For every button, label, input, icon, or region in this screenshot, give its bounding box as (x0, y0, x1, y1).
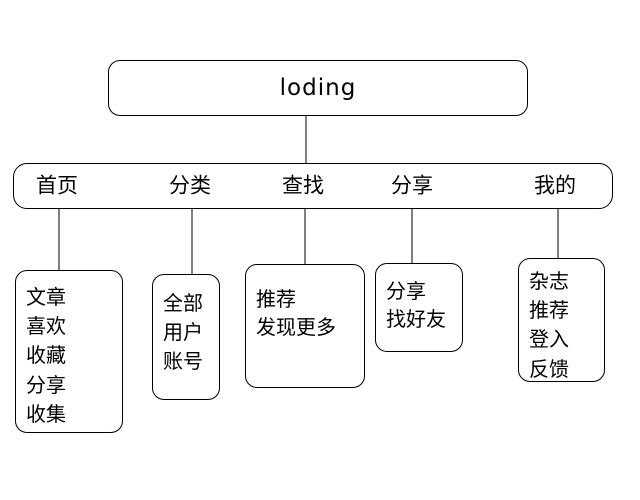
node-menubar[interactable]: 首页 分类 查找 分享 我的 (13, 163, 613, 209)
connector-menu-4-to-leaf-4 (557, 200, 559, 258)
node-leaf-search[interactable]: 推荐 发现更多 (245, 264, 365, 388)
leaf-line: 反馈 (529, 356, 569, 381)
connector-menu-3-to-leaf-3 (411, 200, 413, 263)
node-leaf-category[interactable]: 全部 用户 账号 (152, 274, 220, 400)
menu-item-home[interactable]: 首页 (36, 173, 78, 198)
leaf-line: 分享 (26, 372, 66, 397)
connector-menu-1-to-leaf-1 (191, 200, 193, 274)
leaf-line: 文章 (26, 285, 66, 309)
node-leaf-share[interactable]: 分享 找好友 (375, 263, 463, 352)
leaf-line: 喜欢 (26, 314, 66, 339)
leaf-line: 收藏 (26, 343, 66, 368)
node-root-loding[interactable]: loding (108, 60, 528, 116)
menu-item-search[interactable]: 查找 (282, 173, 324, 198)
leaf-line: 收集 (26, 401, 66, 426)
menu-item-mine[interactable]: 我的 (534, 173, 576, 198)
leaf-line: 找好友 (386, 307, 446, 331)
leaf-line: 账号 (163, 349, 203, 374)
leaf-line: 用户 (163, 320, 203, 345)
leaf-line: 发现更多 (256, 315, 336, 339)
leaf-line: 分享 (386, 279, 426, 303)
node-leaf-home[interactable]: 文章 喜欢 收藏 分享 收集 (15, 270, 123, 433)
connector-menu-2-to-leaf-2 (304, 200, 306, 264)
node-root-label: loding (279, 74, 357, 101)
leaf-line: 杂志 (529, 269, 569, 293)
connector-root-to-menubar (305, 116, 307, 163)
leaf-line: 推荐 (256, 287, 296, 311)
menu-item-share[interactable]: 分享 (391, 173, 433, 198)
leaf-line: 登入 (529, 327, 569, 352)
menu-item-category[interactable]: 分类 (169, 173, 211, 198)
leaf-line: 推荐 (529, 298, 569, 323)
leaf-line: 全部 (163, 291, 203, 315)
node-leaf-mine[interactable]: 杂志 推荐 登入 反馈 (518, 258, 605, 382)
connector-menu-0-to-leaf-0 (58, 196, 60, 270)
